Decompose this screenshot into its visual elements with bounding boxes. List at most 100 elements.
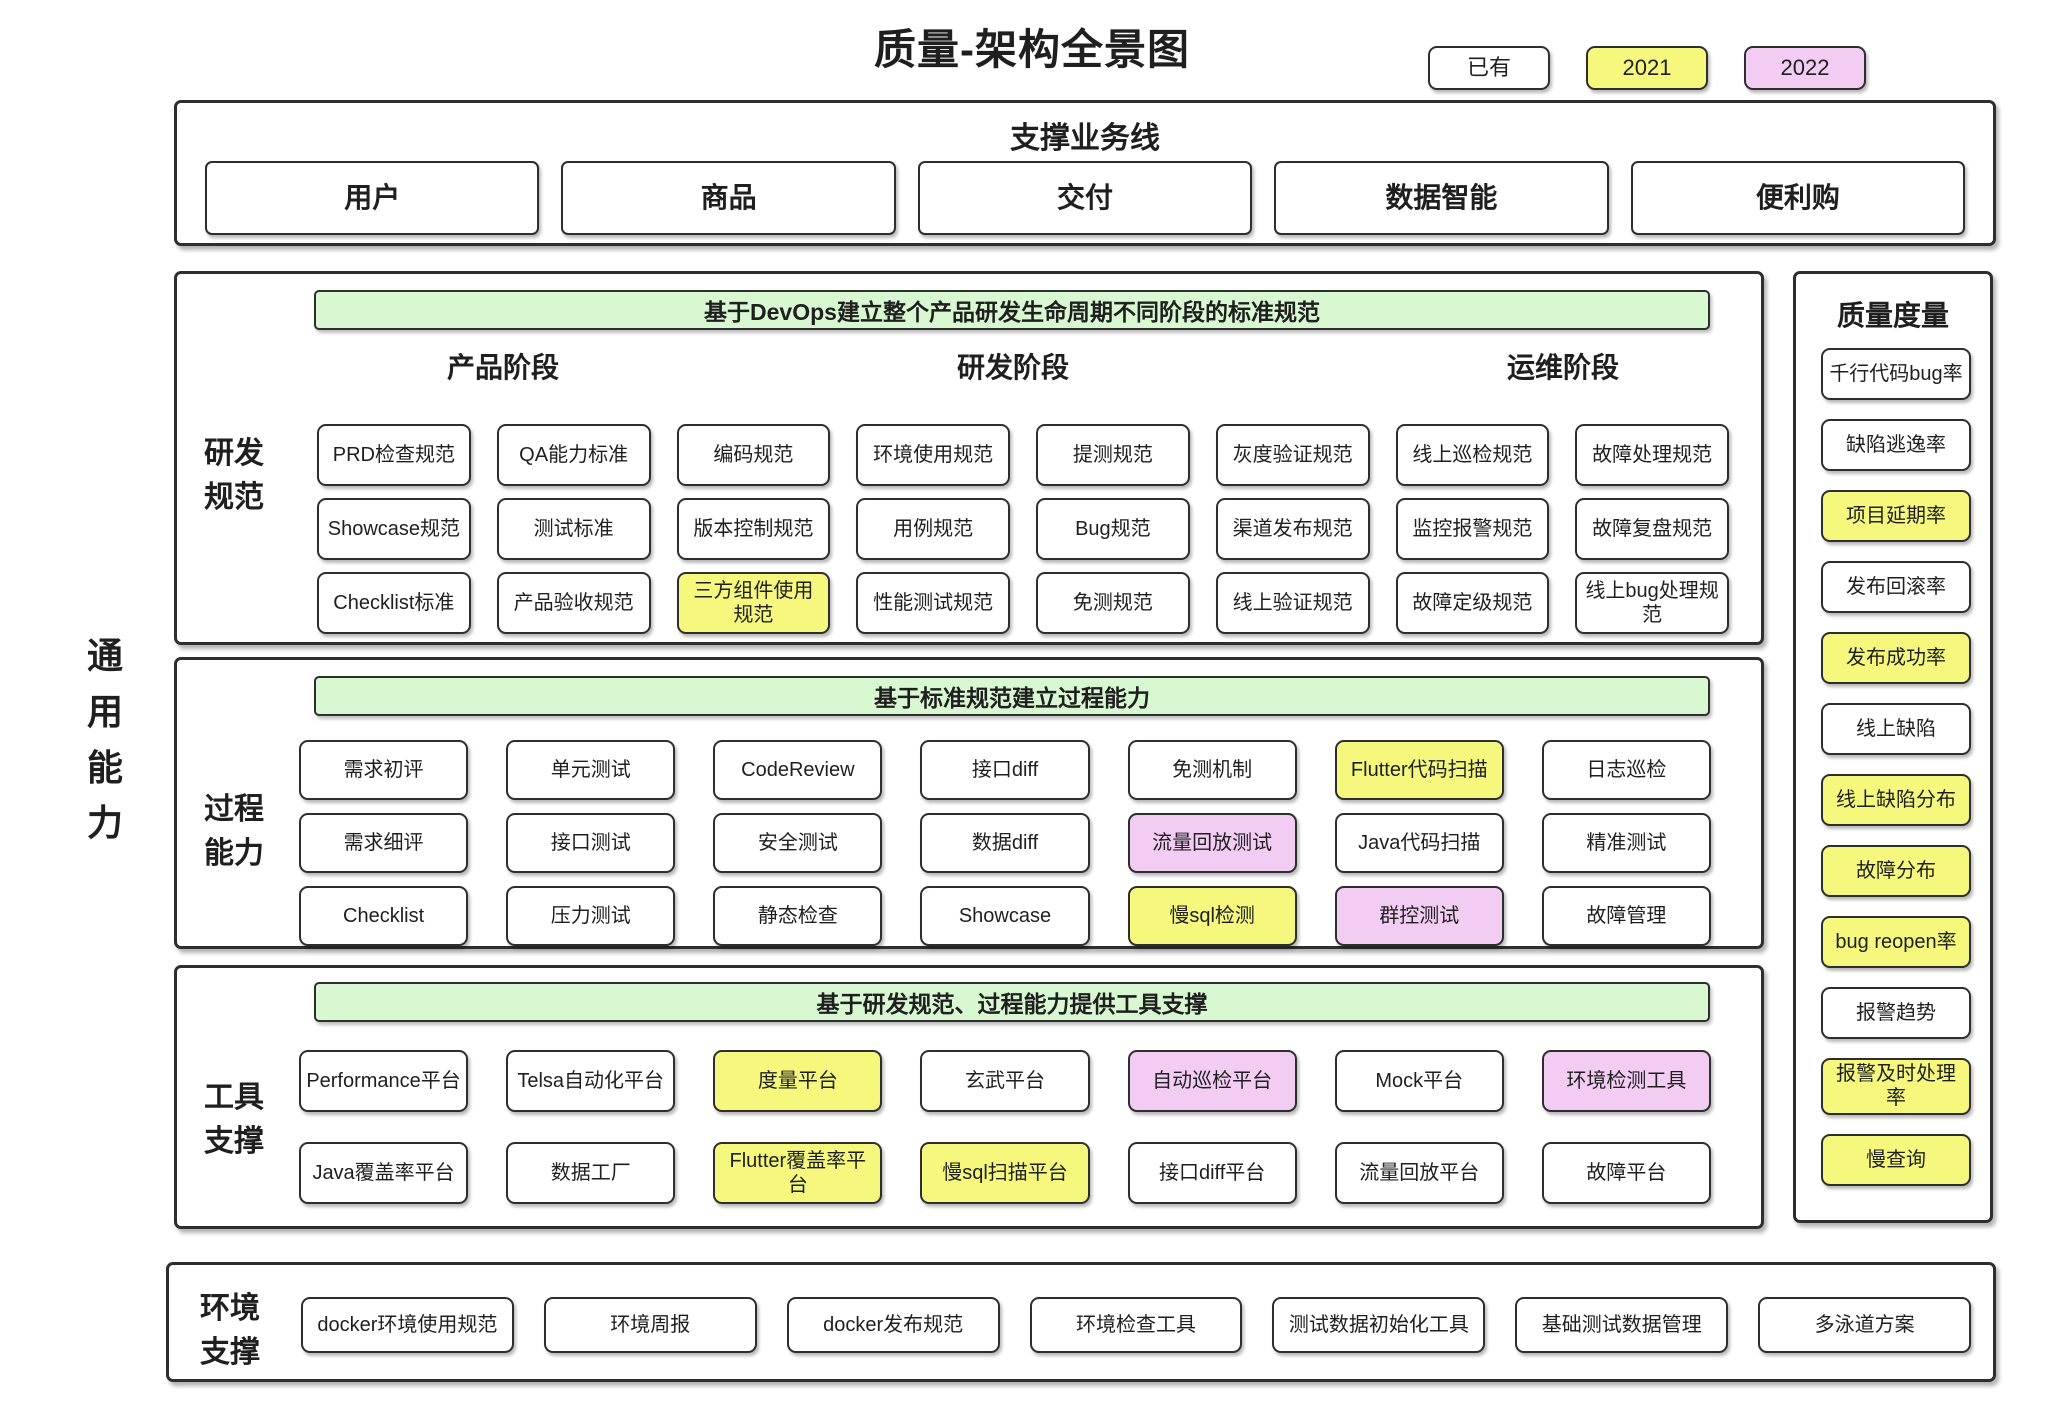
- standard-chip: 故障定级规范: [1395, 572, 1550, 634]
- process-chip: 接口测试: [506, 813, 676, 873]
- tool-chip: 慢sql扫描平台: [920, 1142, 1090, 1204]
- process-chip: 免测机制: [1127, 740, 1297, 800]
- standard-chip: 免测规范: [1036, 572, 1190, 634]
- tool-chip: Performance平台: [299, 1050, 469, 1112]
- standard-chip: Checklist标准: [317, 572, 471, 634]
- tool-chip: 数据工厂: [506, 1142, 676, 1204]
- env-chip: 基础测试数据管理: [1515, 1297, 1729, 1353]
- metric-chip: 线上缺陷: [1821, 703, 1971, 755]
- tool-chip: Java覆盖率平台: [299, 1142, 469, 1204]
- process-chip: 需求初评: [299, 740, 469, 800]
- standard-chip: 性能测试规范: [856, 572, 1010, 634]
- process-capability-panel: 基于标准规范建立过程能力 过程能力 需求初评单元测试 CodeReview 接口di…: [174, 657, 1764, 949]
- process-chip: 精准测试: [1541, 813, 1711, 873]
- standard-chip: 用例规范: [856, 498, 1010, 560]
- metric-chip: 千行代码bug率: [1821, 348, 1971, 400]
- business-line-chip: 交付: [917, 161, 1253, 235]
- process-chip: 单元测试: [506, 740, 676, 800]
- legend-2022: 2022: [1744, 46, 1866, 90]
- env-chip: 多泳道方案: [1758, 1297, 1972, 1353]
- process-grid: 需求初评单元测试 CodeReview 接口diff 免测机制 Flutter代码扫描日…: [299, 740, 1711, 946]
- tool-chip: 度量平台: [713, 1050, 883, 1112]
- business-lines-row: 用户商品交付数据智能便利购: [205, 161, 1966, 235]
- process-banner: 基于标准规范建立过程能力: [314, 676, 1710, 716]
- standard-chip: 编码规范: [676, 424, 831, 486]
- process-chip: 静态检查: [713, 886, 883, 946]
- tool-chip: Flutter覆盖率平台: [713, 1142, 883, 1204]
- business-lines-title: 支撑业务线: [1010, 122, 1160, 155]
- standard-chip: 提测规范: [1036, 424, 1190, 486]
- general-capability-label: 通用能力: [86, 635, 123, 844]
- env-chip: 测试数据初始化工具: [1272, 1297, 1486, 1353]
- standard-chip: 版本控制规范: [676, 498, 831, 560]
- metric-chip: 故障分布: [1821, 845, 1971, 897]
- phase-product: 产品阶段: [446, 352, 560, 383]
- metric-chip: 线上缺陷分布: [1821, 774, 1971, 826]
- business-line-chip: 数据智能: [1274, 161, 1609, 235]
- standard-chip: 监控报警规范: [1395, 498, 1550, 560]
- process-chip: Checklist: [299, 886, 469, 946]
- phase-ops: 运维阶段: [1506, 352, 1620, 383]
- env-chip: docker环境使用规范: [301, 1297, 514, 1353]
- process-chip: 数据diff: [920, 813, 1090, 873]
- tool-chip: 故障平台: [1541, 1142, 1711, 1204]
- env-chip: 环境检查工具: [1029, 1297, 1243, 1353]
- process-label: 过程能力: [204, 793, 264, 870]
- standard-chip: QA能力标准: [496, 424, 651, 486]
- standard-chip: 渠道发布规范: [1215, 498, 1370, 560]
- business-line-chip: 商品: [561, 161, 896, 235]
- tool-chip: 流量回放平台: [1334, 1142, 1504, 1204]
- business-line-chip: 便利购: [1630, 161, 1966, 235]
- process-chip: 日志巡检: [1541, 740, 1711, 800]
- standard-chip: Bug规范: [1036, 498, 1190, 560]
- tool-chip: 自动巡检平台: [1127, 1050, 1297, 1112]
- environment-row: docker环境使用规范环境周报 docker发布规范环境检查工具测试数据初始化工…: [301, 1297, 1972, 1353]
- process-chip: 压力测试: [506, 886, 676, 946]
- standard-chip: 线上巡检规范: [1395, 424, 1550, 486]
- page-title: 质量-架构全景图: [874, 26, 1190, 73]
- process-chip: 接口diff: [920, 740, 1090, 800]
- process-chip: CodeReview: [713, 740, 883, 800]
- standard-chip: 环境使用规范: [856, 424, 1010, 486]
- standard-chip: 线上验证规范: [1215, 572, 1370, 634]
- standard-chip: 灰度验证规范: [1215, 424, 1370, 486]
- business-lines-panel: 支撑业务线 用户商品交付数据智能便利购: [174, 100, 1996, 246]
- legend: 已有 2021 2022: [1428, 46, 1866, 90]
- standard-chip: 三方组件使用规范: [676, 572, 831, 634]
- metric-chip: 报警趋势: [1821, 987, 1971, 1039]
- process-chip: Flutter代码扫描: [1334, 740, 1504, 800]
- standard-chip: 故障复盘规范: [1575, 498, 1729, 560]
- dev-standards-panel: 基于DevOps建立整个产品研发生命周期不同阶段的标准规范 产品阶段 研发阶段 …: [174, 271, 1764, 645]
- tool-chip: Telsa自动化平台: [506, 1050, 676, 1112]
- metric-chip: 缺陷逃逸率: [1821, 419, 1971, 471]
- environment-label: 环境支撑: [200, 1292, 260, 1369]
- metric-chip: bug reopen率: [1821, 916, 1971, 968]
- dev-standards-label: 研发规范: [204, 437, 264, 514]
- process-chip: 需求细评: [299, 813, 469, 873]
- standard-chip: Showcase规范: [317, 498, 471, 560]
- metric-chip: 发布回滚率: [1821, 561, 1971, 613]
- standard-chip: 线上bug处理规范: [1575, 572, 1729, 634]
- quality-metrics-stack: 千行代码bug率缺陷逃逸率项目延期率发布回滚率发布成功率线上缺陷线上缺陷分布故障…: [1821, 348, 1971, 1186]
- env-chip: docker发布规范: [786, 1297, 1000, 1353]
- standard-chip: PRD检查规范: [317, 424, 471, 486]
- metric-chip: 报警及时处理率: [1821, 1058, 1971, 1115]
- environment-support-panel: 环境支撑 docker环境使用规范环境周报 docker发布规范环境检查工具测试数…: [166, 1262, 1996, 1382]
- tool-chip: 玄武平台: [920, 1050, 1090, 1112]
- standard-chip: 故障处理规范: [1575, 424, 1729, 486]
- process-chip: 流量回放测试: [1127, 813, 1297, 873]
- business-line-chip: 用户: [205, 161, 540, 235]
- process-chip: Showcase: [920, 886, 1090, 946]
- env-chip: 环境周报: [543, 1297, 757, 1353]
- standard-chip: 测试标准: [496, 498, 651, 560]
- legend-existing: 已有: [1428, 46, 1550, 90]
- standard-chip: 产品验收规范: [496, 572, 651, 634]
- tools-banner: 基于研发规范、过程能力提供工具支撑: [314, 982, 1710, 1022]
- process-chip: 安全测试: [713, 813, 883, 873]
- process-chip: 故障管理: [1541, 886, 1711, 946]
- metric-chip: 慢查询: [1821, 1133, 1971, 1186]
- quality-metrics-panel: 质量度量 千行代码bug率缺陷逃逸率项目延期率发布回滚率发布成功率线上缺陷线上缺…: [1793, 271, 1993, 1223]
- dev-standards-grid: PRD检查规范 QA能力标准编码规范环境使用规范提测规范灰度验证规范线上巡检规范故…: [317, 424, 1729, 634]
